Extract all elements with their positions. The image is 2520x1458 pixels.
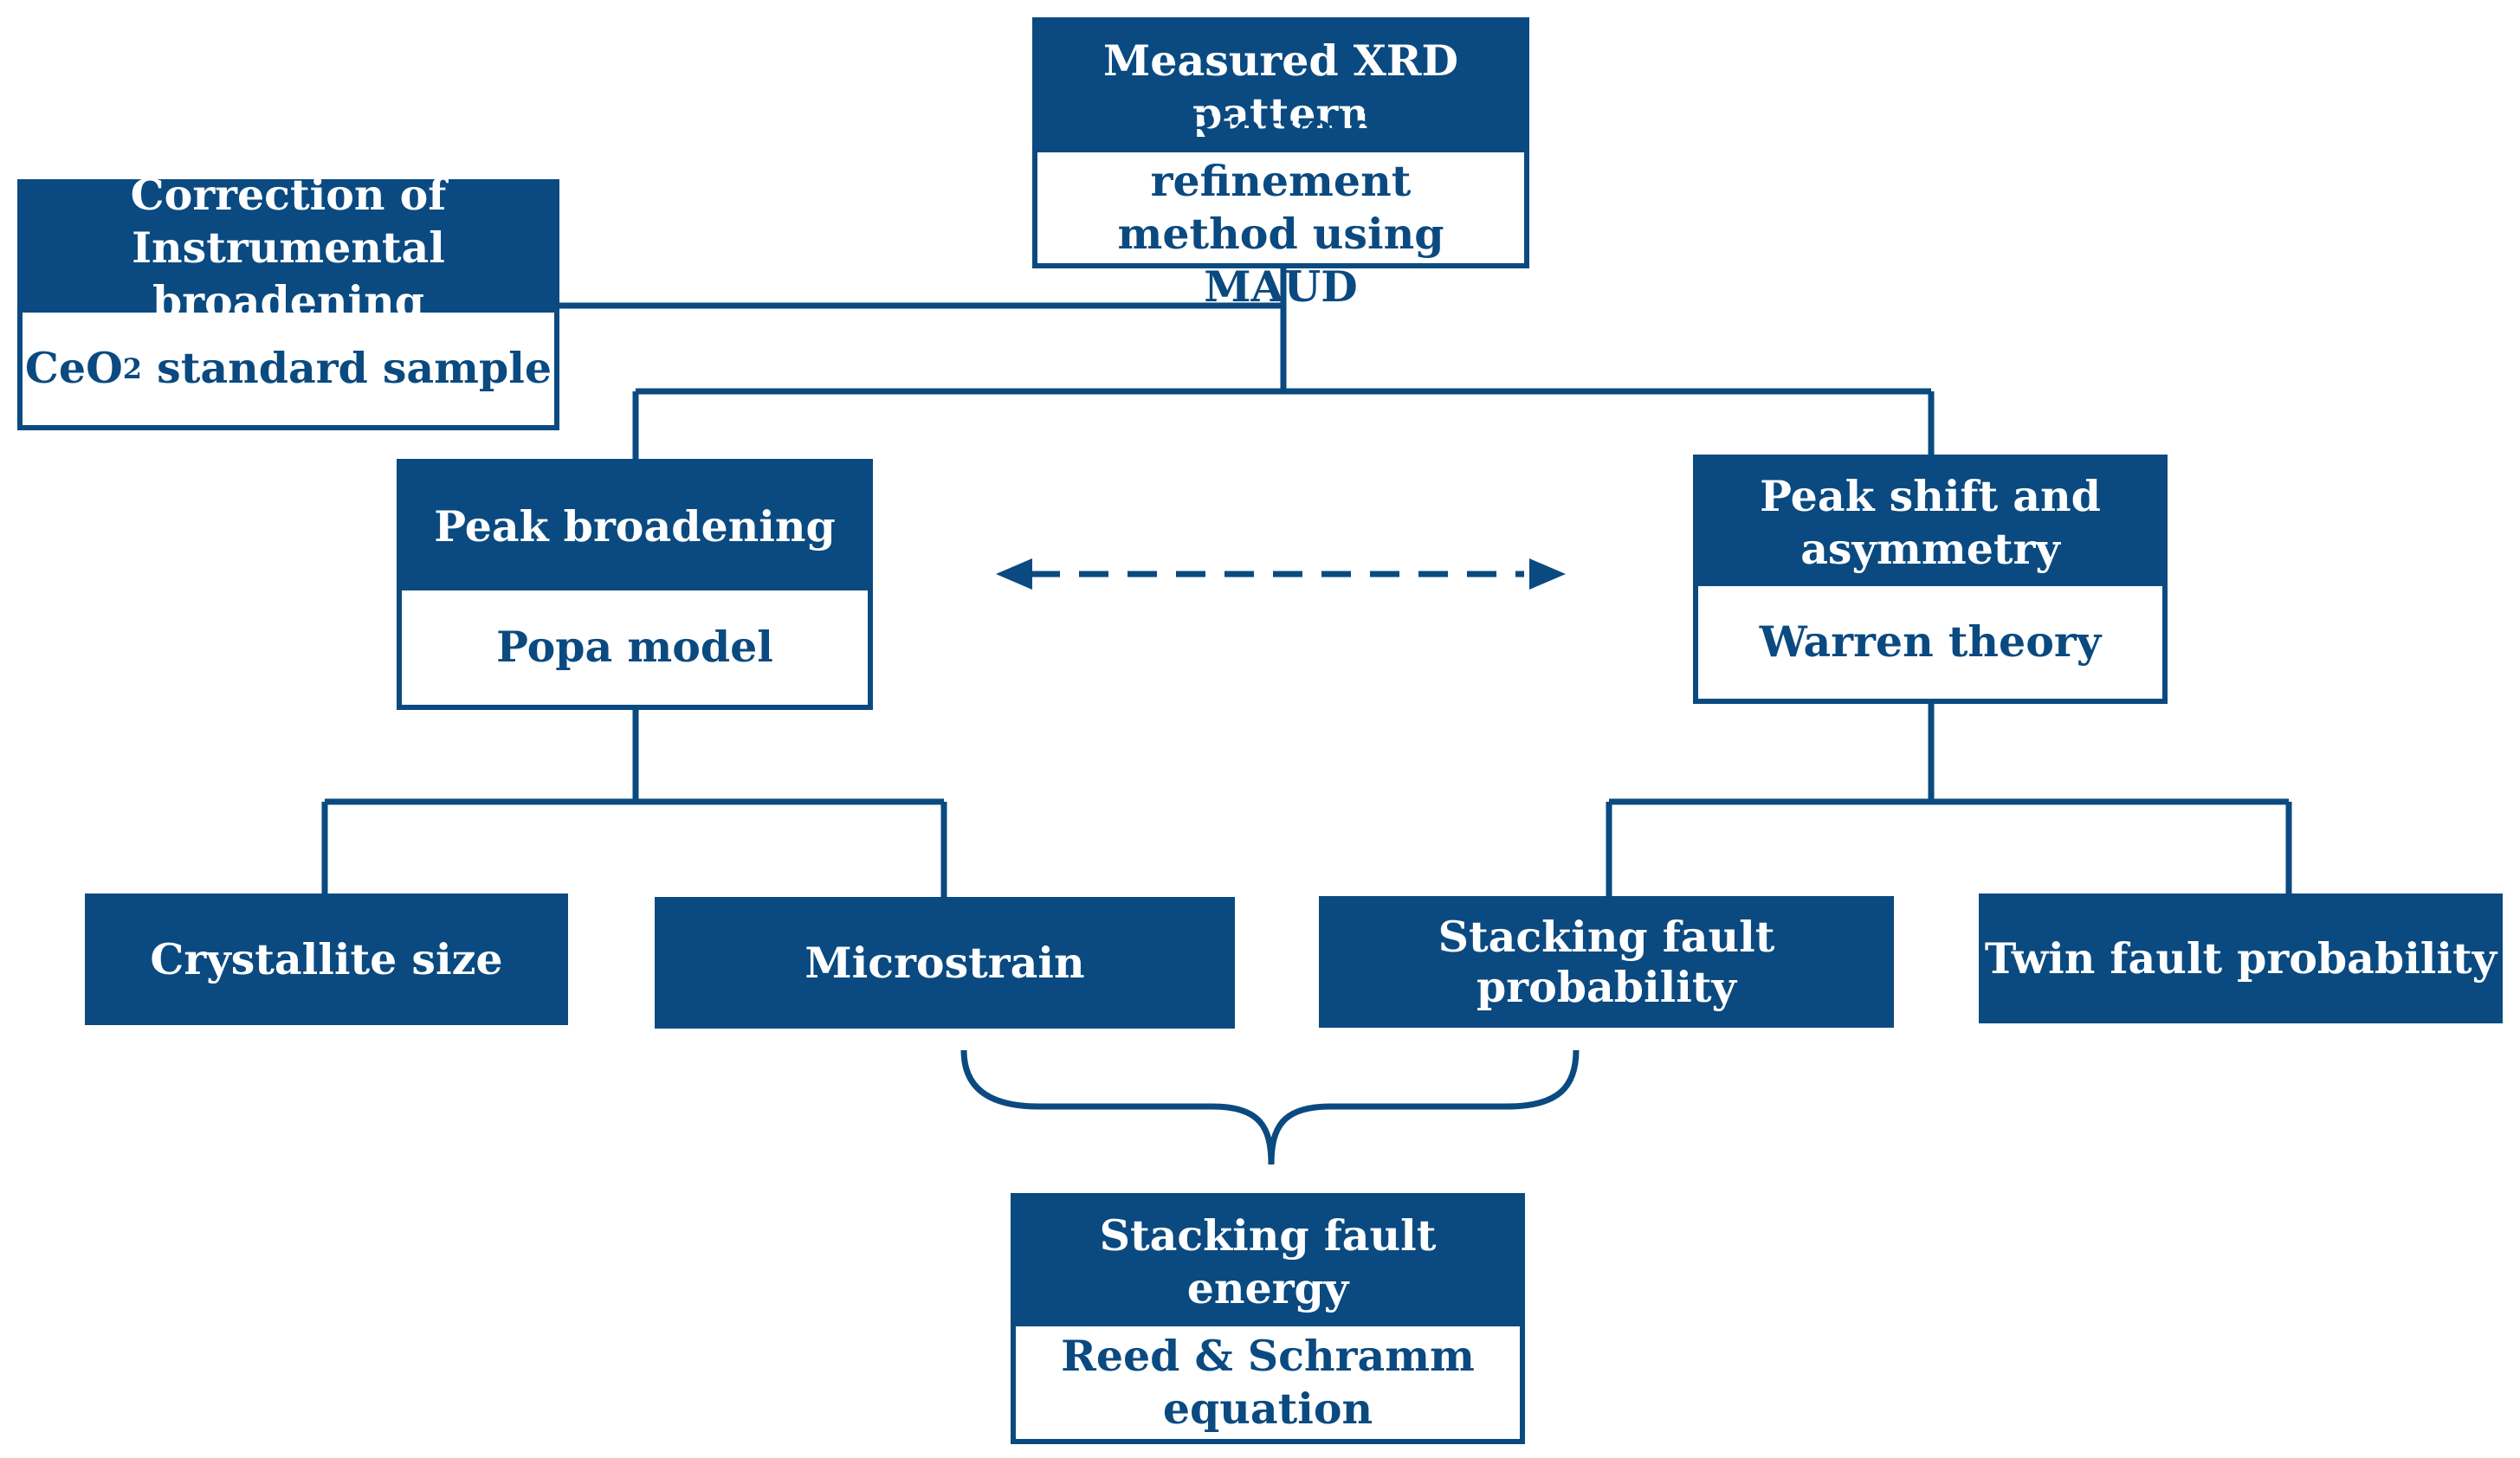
popa-model-label: Popa model [496,622,773,673]
stacking-fault-energy-title: Stacking fault energy [1016,1198,1520,1326]
arrowhead-right [1529,558,1566,590]
correction-title: Correction of Instrumental broadening [23,170,554,326]
ceo2-subscript: 2 [122,352,143,385]
microstrain-node: Microstrain [655,897,1235,1029]
peak-shift-title: Peak shift and asymmetry [1698,460,2162,586]
measured-xrd-node: Measured XRD pattern Rietveld refinement… [1032,17,1529,313]
measured-xrd-title: Measured XRD pattern [1037,23,1524,152]
ceo2-suffix: standard sample [142,343,552,394]
peak-broadening-title: Peak broadening [402,464,868,590]
peak-broadening-node: Peak broadening Popa model [397,459,873,710]
crystallite-size-node: Crystallite size [85,894,568,1025]
reed-schramm-label: Reed & Schramm equation [1061,1330,1475,1434]
rietveld-refinement-label: Rietveld refinement method using MAUD [1117,103,1444,313]
peak-shift-node: Peak shift and asymmetry Warren theory [1693,455,2168,704]
arrowhead-left [996,558,1032,590]
stacking-fault-energy-node: Stacking fault energy Reed & Schramm equ… [1011,1193,1525,1444]
correction-node: Correction of Instrumental broadening Ce… [17,170,559,430]
brace [960,1049,1580,1165]
twin-fault-probability-node: Twin fault probability [1979,894,2503,1023]
stacking-fault-probability-node: Stacking fault probability [1319,896,1894,1028]
warren-theory-label: Warren theory [1759,616,2102,668]
ceo2-prefix: CeO [24,343,123,394]
